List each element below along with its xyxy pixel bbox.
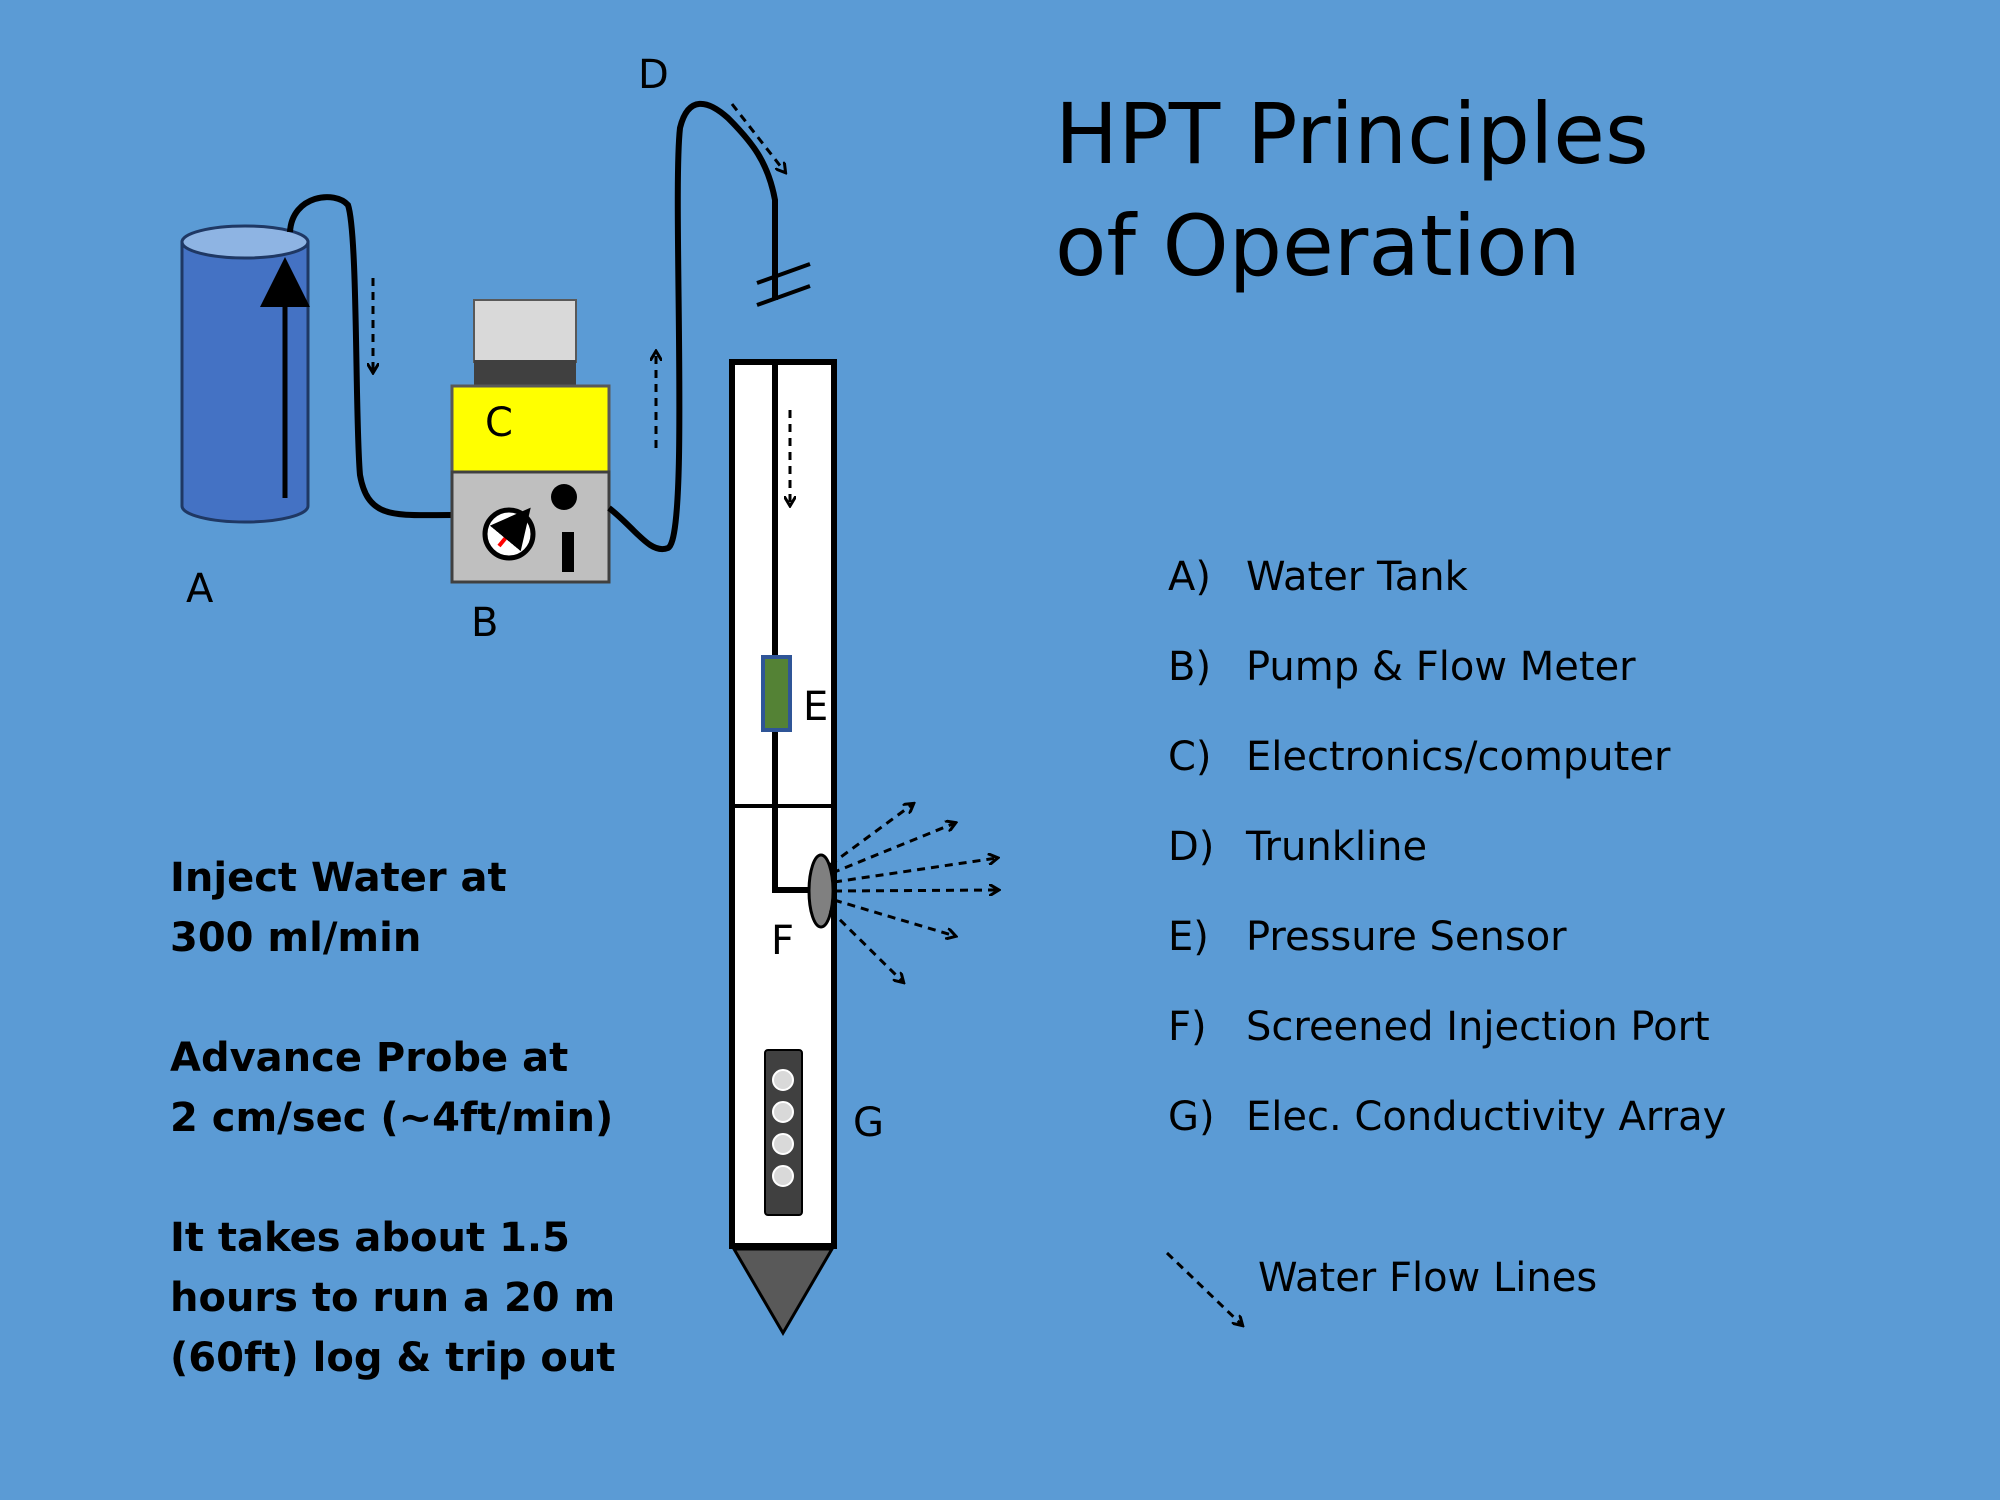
legend-text: Water Tank <box>1246 554 1468 600</box>
legend-item: F) Screened Injection Port <box>1168 982 1726 1072</box>
legend-letter: C) <box>1168 734 1212 780</box>
legend-item: E) Pressure Sensor <box>1168 892 1726 982</box>
supply-hose <box>287 194 453 519</box>
legend-item: B) Pump & Flow Meter <box>1168 622 1726 712</box>
injection-port <box>807 853 835 929</box>
legend-text: Trunkline <box>1246 824 1428 870</box>
legend-letter: D) <box>1168 824 1215 870</box>
label-d: D <box>638 52 669 98</box>
legend-item: C) Electronics/computer <box>1168 712 1726 802</box>
probe-water-line <box>772 362 818 893</box>
ec-electrode <box>772 1165 794 1187</box>
legend-text: Pump & Flow Meter <box>1246 644 1636 690</box>
trunkline-break-mark <box>756 262 811 285</box>
pump-knob-icon <box>551 484 577 510</box>
trunkline-break-mark <box>756 284 811 307</box>
legend-text: Pressure Sensor <box>1246 914 1567 960</box>
title-line-1: HPT Principles <box>1055 85 1649 183</box>
ec-electrode <box>772 1101 794 1123</box>
legend-item: G) Elec. Conductivity Array <box>1168 1072 1726 1162</box>
label-b: B <box>471 600 499 646</box>
label-e: E <box>803 684 829 730</box>
legend-item: A) Water Tank <box>1168 532 1726 622</box>
pump-switch-icon <box>562 532 574 572</box>
legend-text: Elec. Conductivity Array <box>1246 1094 1727 1140</box>
note-line: It takes about 1.5 <box>170 1215 570 1261</box>
probe <box>729 359 837 1336</box>
note-line: (60ft) log & trip out <box>170 1335 616 1381</box>
note-line: Inject Water at <box>170 855 507 901</box>
label-g: G <box>853 1100 884 1146</box>
pump-flow-meter <box>450 470 611 584</box>
page-title: HPT Principles of Operation <box>1055 78 1649 302</box>
label-c: C <box>485 400 513 446</box>
legend-text: Screened Injection Port <box>1246 1004 1710 1050</box>
electronics-computer <box>450 299 611 474</box>
legend-item: D) Trunkline <box>1168 802 1726 892</box>
pressure-sensor <box>761 655 792 732</box>
ec-electrode <box>772 1069 794 1091</box>
ec-electrode <box>772 1133 794 1155</box>
label-a: A <box>186 566 214 612</box>
component-legend: A) Water Tank B) Pump & Flow Meter C) El… <box>1168 532 1726 1162</box>
note-line: 2 cm/sec (~4ft/min) <box>170 1095 614 1141</box>
legend-letter: E) <box>1168 914 1209 960</box>
legend-letter: A) <box>1168 554 1211 600</box>
note-line: hours to run a 20 m <box>170 1275 616 1321</box>
note-line: 300 ml/min <box>170 915 422 961</box>
note-line: Advance Probe at <box>170 1035 569 1081</box>
title-line-2: of Operation <box>1055 197 1581 295</box>
flow-arrow-top <box>730 103 785 172</box>
water-flow-legend-label: Water Flow Lines <box>1258 1255 1598 1301</box>
water-flow-legend-icon <box>1165 1251 1242 1325</box>
inject-note: Inject Water at 300 ml/min <box>170 848 615 968</box>
trunkline <box>607 100 778 553</box>
legend-text: Electronics/computer <box>1246 734 1671 780</box>
advance-note: Advance Probe at 2 cm/sec (~4ft/min) <box>170 1028 615 1148</box>
legend-letter: B) <box>1168 644 1212 690</box>
probe-tip <box>731 1247 835 1336</box>
duration-note: It takes about 1.5 hours to run a 20 m (… <box>170 1208 615 1388</box>
operation-notes: Inject Water at 300 ml/min Advance Probe… <box>170 848 615 1448</box>
legend-letter: G) <box>1168 1094 1215 1140</box>
injection-flow-lines <box>828 804 998 982</box>
water-tank <box>180 224 310 524</box>
label-f: F <box>771 918 795 964</box>
legend-letter: F) <box>1168 1004 1207 1050</box>
